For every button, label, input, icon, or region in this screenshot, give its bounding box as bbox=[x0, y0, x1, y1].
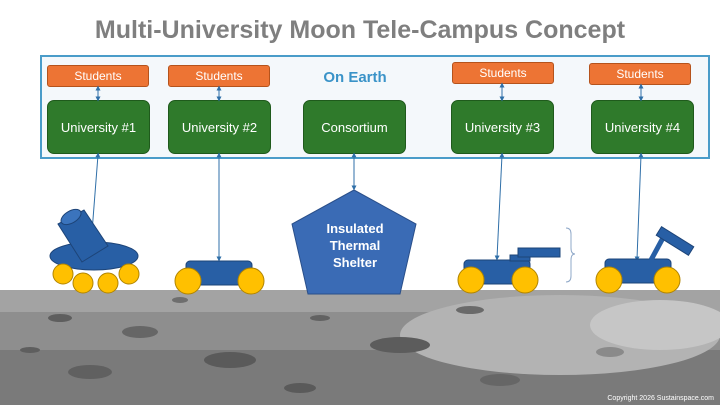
rover-4 bbox=[595, 226, 695, 294]
shelter-label: Insulated Thermal Shelter bbox=[302, 220, 408, 271]
connector-university-1 bbox=[89, 152, 101, 235]
shelter-label-line-1: Insulated bbox=[326, 221, 384, 236]
rover-2 bbox=[174, 260, 265, 295]
students-box-1: Students bbox=[47, 65, 149, 87]
copyright-notice: Copyright 2026 Sustainspace.com bbox=[607, 395, 714, 402]
connector-university-3 bbox=[494, 152, 505, 261]
earth-label: On Earth bbox=[323, 69, 387, 86]
shelter-pentagon bbox=[291, 189, 417, 295]
lunar-surface bbox=[0, 290, 720, 405]
rover-3 bbox=[457, 227, 576, 294]
shelter-label-line-2: Thermal bbox=[329, 238, 381, 253]
university-4-box: University #4 bbox=[591, 100, 694, 154]
connector-university-4 bbox=[634, 152, 644, 262]
students-box-3: Students bbox=[452, 62, 554, 84]
slide-title: Multi-University Moon Tele-Campus Concep… bbox=[94, 16, 626, 44]
students-box-4: Students bbox=[589, 63, 691, 85]
consortium-box: Consortium bbox=[303, 100, 406, 154]
university-1-box: University #1 bbox=[47, 100, 150, 154]
university-2-box: University #2 bbox=[168, 100, 271, 154]
shelter-label-line-3: Shelter bbox=[332, 255, 378, 270]
rover-telescope bbox=[49, 208, 140, 294]
